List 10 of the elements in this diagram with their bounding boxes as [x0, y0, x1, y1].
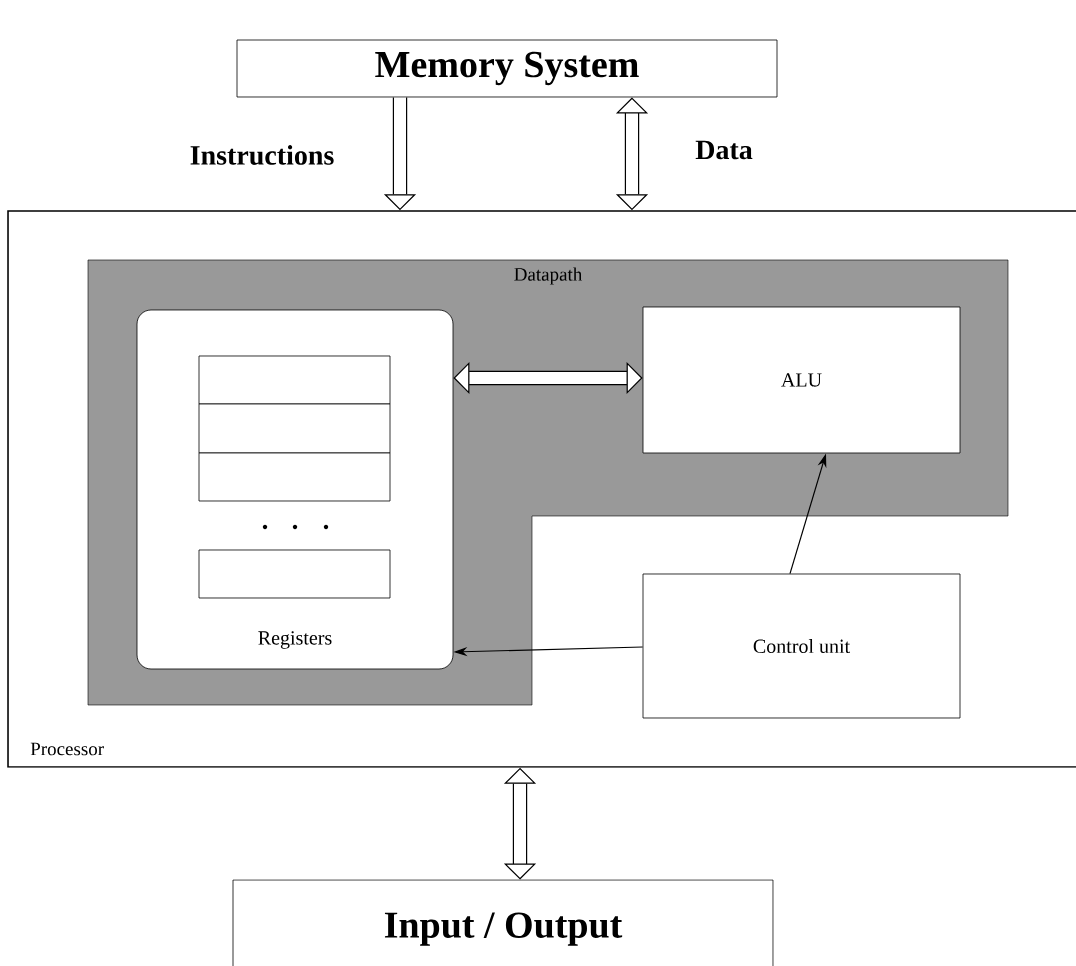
alu-box: ALU [642, 306, 961, 454]
block-arrow [453, 361, 643, 395]
register-cell [198, 452, 391, 502]
control-unit-box: Control unit [642, 573, 961, 719]
io-box: Input / Output [232, 879, 774, 966]
register-cell [198, 549, 391, 599]
register-cell [198, 403, 391, 454]
register-cell [198, 355, 391, 405]
edge-label: Data [694, 139, 754, 161]
edge-label: Instructions [188, 144, 336, 166]
